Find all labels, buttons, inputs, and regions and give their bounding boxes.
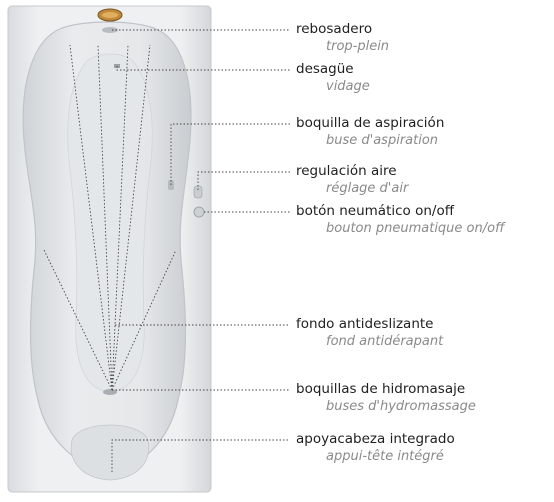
callout-boquillas-hidromasaje: boquillas de hidromasaje buses d'hydroma… [296, 381, 476, 415]
label-fr: fond antidérapant [326, 333, 443, 350]
label-es: rebosadero [296, 21, 389, 38]
tub-floor [68, 54, 153, 392]
jacuzzi-badge-icon [98, 9, 122, 21]
label-es: boquilla de aspiración [296, 115, 444, 132]
label-fr: buse d'aspiration [326, 132, 444, 149]
pneumatic-button-icon [194, 207, 204, 217]
label-es: boquillas de hidromasaje [296, 381, 476, 398]
label-fr: bouton pneumatique on/off [326, 220, 504, 237]
leader-regulacion-aire [198, 172, 290, 190]
label-fr: buses d'hydromassage [326, 398, 476, 415]
label-es: regulación aire [296, 163, 408, 180]
air-regulator-icon [194, 186, 202, 198]
label-fr: vidage [326, 78, 370, 95]
hydromassage-nozzles-icon [103, 389, 117, 395]
callout-boton-neumatico: botón neumático on/off bouton pneumatiqu… [296, 203, 504, 237]
callout-desague: desagüe vidage [296, 61, 370, 95]
callout-boquilla-aspiracion: boquilla de aspiración buse d'aspiration [296, 115, 444, 149]
label-es: desagüe [296, 61, 370, 78]
label-fr: appui-tête intégré [326, 448, 455, 465]
label-es: botón neumático on/off [296, 203, 504, 220]
callout-apoyacabeza: apoyacabeza integrado appui-tête intégré [296, 431, 455, 465]
label-es: fondo antideslizante [296, 316, 443, 333]
label-es: apoyacabeza integrado [296, 431, 455, 448]
callout-fondo-antideslizante: fondo antideslizante fond antidérapant [296, 316, 443, 350]
label-fr: réglage d'air [326, 180, 408, 197]
callout-regulacion-aire: regulación aire réglage d'air [296, 163, 408, 197]
label-fr: trop-plein [326, 38, 389, 55]
callout-rebosadero: rebosadero trop-plein [296, 21, 389, 55]
